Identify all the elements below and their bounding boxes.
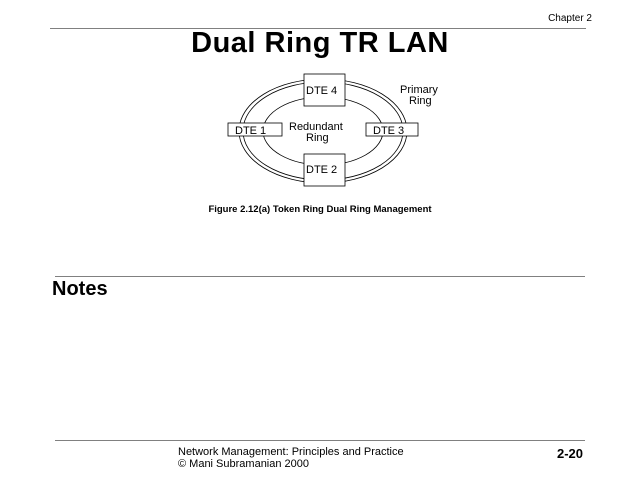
svg-text:DTE 4: DTE 4 [306, 85, 337, 97]
slide-title: Dual Ring TR LAN [191, 27, 449, 59]
primary-ring-label: Ring [409, 95, 432, 107]
footer-divider [55, 440, 585, 441]
svg-text:DTE 1: DTE 1 [235, 125, 266, 137]
page-number: 2-20 [557, 446, 584, 461]
notes-divider [55, 276, 585, 277]
primary-ring-label: Primary [400, 84, 438, 96]
header-divider [50, 28, 586, 29]
svg-text:DTE 3: DTE 3 [373, 125, 404, 137]
node-dte-2: DTE 2 [303, 153, 346, 187]
arrow [347, 88, 390, 100]
footer-book-title: Network Management: Principles and Pract… [178, 446, 404, 458]
arrow [250, 150, 302, 180]
node-dte-3: DTE 3 [365, 122, 419, 137]
node-dte-1: DTE 1 [227, 122, 283, 137]
footer-copyright: © Mani Subramanian 2000 [178, 458, 310, 470]
chapter-label: Chapter 2 [548, 13, 592, 24]
notes-heading: Notes [52, 278, 108, 300]
figure-caption: Figure 2.12(a) Token Ring Dual Ring Mana… [208, 204, 432, 215]
redundant-ring-label: Redundant [289, 121, 343, 133]
node-dte-4: DTE 4 [303, 73, 346, 107]
redundant-ring-label: Ring [306, 132, 329, 144]
svg-text:DTE 2: DTE 2 [306, 164, 337, 176]
